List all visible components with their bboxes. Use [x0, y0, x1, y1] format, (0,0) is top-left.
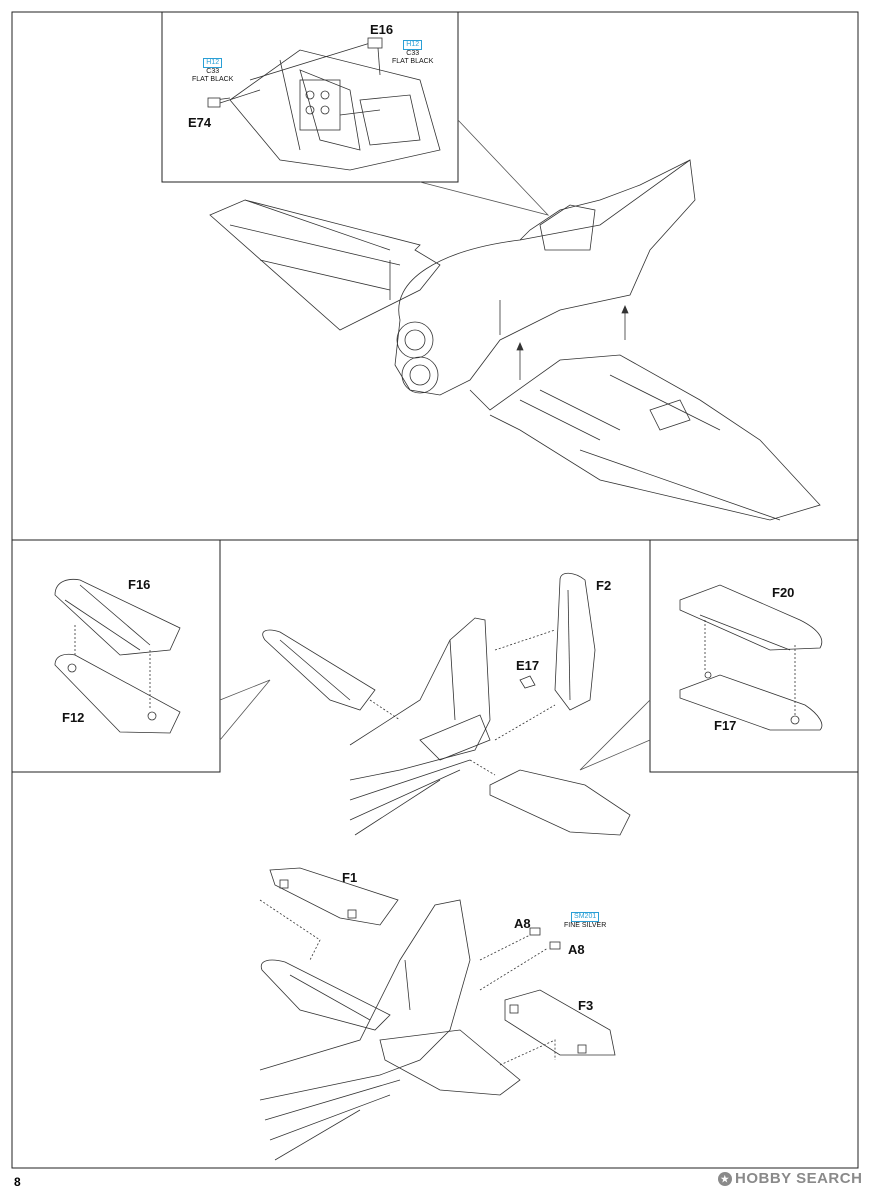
watermark: ★HOBBY SEARCH	[718, 1170, 862, 1187]
paint-name: FLAT BLACK	[192, 76, 234, 83]
part-label-f17: F17	[714, 718, 737, 733]
paint-ref: C33	[206, 68, 220, 75]
paint-ref: C33	[406, 50, 420, 57]
paint-callout-a8: SM201 FINE SILVER	[564, 912, 606, 930]
paint-code: H12	[203, 58, 223, 68]
part-label-f20: F20	[772, 585, 795, 600]
part-label-f3: F3	[578, 998, 594, 1013]
bottom-tail-drawing	[259, 867, 616, 1161]
hobby-search-logo-icon: ★	[718, 1172, 732, 1187]
part-label-f12: F12	[62, 710, 85, 725]
part-label-a8-bottom: A8	[568, 942, 585, 957]
part-label-e16: E16	[370, 22, 394, 37]
paint-name: FINE SILVER	[564, 922, 607, 929]
cockpit-detail-drawing	[207, 37, 441, 171]
part-label-e74: E74	[188, 115, 212, 130]
right-panel-frame	[649, 540, 858, 773]
part-label-e17: E17	[516, 658, 540, 673]
part-label-f1: F1	[342, 870, 358, 885]
paint-name: FLAT BLACK	[392, 58, 434, 65]
fuselage-wing-drawing	[209, 159, 821, 521]
center-tail-drawing	[262, 572, 631, 836]
right-callout	[579, 699, 651, 771]
paint-code: H12	[403, 40, 423, 50]
watermark-text: HOBBY SEARCH	[735, 1170, 863, 1187]
part-label-f2: F2	[596, 578, 612, 593]
paint-code: SM201	[571, 912, 600, 922]
part-label-a8-top: A8	[514, 916, 531, 931]
paint-callout-e74: H12 C33 FLAT BLACK	[192, 58, 233, 84]
left-panel-frame	[12, 540, 221, 773]
left-elevator-drawing	[54, 578, 181, 734]
detail-inset-frame	[161, 11, 459, 183]
left-callout	[219, 679, 271, 741]
part-label-f16: F16	[128, 577, 151, 592]
right-elevator-drawing	[679, 584, 823, 731]
inset-callout	[419, 119, 550, 216]
paint-callout-e16: H12 C33 FLAT BLACK	[392, 40, 433, 66]
page-number: 8	[14, 1175, 21, 1189]
